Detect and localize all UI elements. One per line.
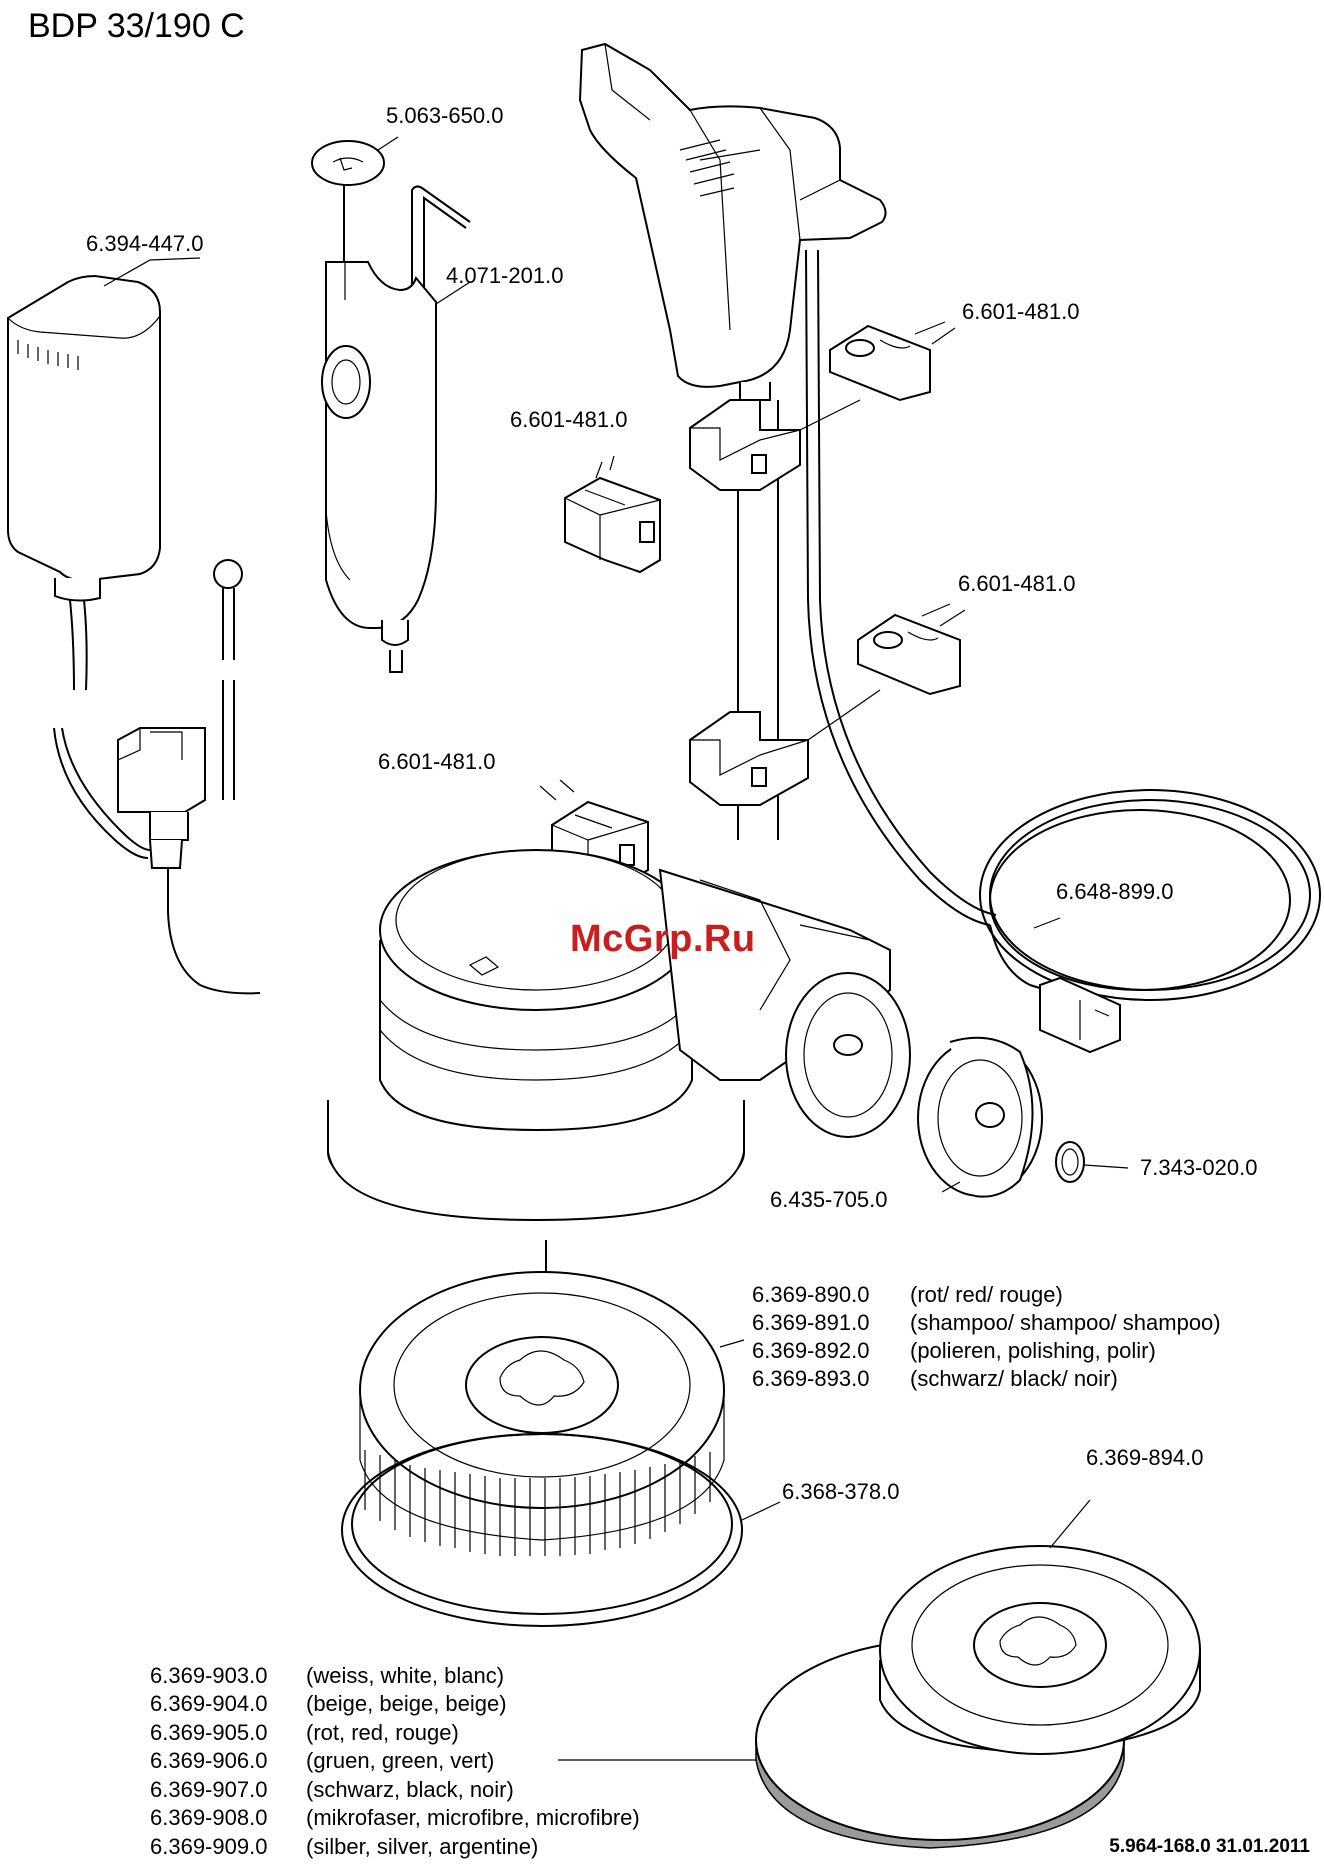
label-wheel: 6.435-705.0 <box>770 1187 888 1212</box>
label-clip-low-left: 6.601-481.0 <box>378 749 496 774</box>
brush-code: 6.369-890.0 <box>752 1282 870 1307</box>
brush-desc: (schwarz/ black/ noir) <box>910 1366 1118 1391</box>
pad-code: 6.369-909.0 <box>150 1834 268 1859</box>
pad-desc: (silber, silver, argentine) <box>306 1834 539 1859</box>
label-cable: 6.648-899.0 <box>1056 879 1174 904</box>
page-title: BDP 33/190 C <box>28 7 245 45</box>
label-ring: 7.343-020.0 <box>1140 1155 1258 1180</box>
pad-code: 6.369-904.0 <box>150 1691 268 1716</box>
pad-desc: (beige, beige, beige) <box>306 1691 507 1716</box>
label-tank: 4.071-201.0 <box>446 263 564 288</box>
brush-desc: (rot/ red/ rouge) <box>910 1282 1063 1307</box>
machine-body-drawing <box>327 849 1085 1222</box>
tank-drawing <box>321 185 471 673</box>
brush-drawing <box>359 1240 725 1556</box>
handle-drawing <box>578 42 997 926</box>
guard-ring-drawing <box>341 1433 743 1627</box>
pad-code: 6.369-905.0 <box>150 1720 268 1745</box>
brush-code: 6.369-891.0 <box>752 1310 870 1335</box>
watermark: McGrp.Ru <box>570 918 756 960</box>
document-footer: 5.964-168.0 31.01.2011 <box>1109 1836 1310 1857</box>
pad-desc: (schwarz, black, noir) <box>306 1777 514 1802</box>
label-cap: 5.063-650.0 <box>386 103 504 128</box>
label-clip-mid-right: 6.601-481.0 <box>958 571 1076 596</box>
label-clip-top-right: 6.601-481.0 <box>962 299 1080 324</box>
brush-code: 6.369-892.0 <box>752 1338 870 1363</box>
pad-desc: (gruen, green, vert) <box>306 1748 495 1773</box>
pad-holder-drawing <box>755 1545 1201 1849</box>
pad-desc: (weiss, white, blanc) <box>306 1663 505 1688</box>
brush-code: 6.369-893.0 <box>752 1366 870 1391</box>
brush-desc: (shampoo/ shampoo/ shampoo) <box>910 1310 1221 1335</box>
charger-drawing <box>7 274 261 995</box>
pad-desc: (mikrofaser, microfibre, microfibre) <box>306 1805 640 1830</box>
label-guard: 6.368-378.0 <box>782 1479 900 1504</box>
pad-code: 6.369-903.0 <box>150 1663 268 1688</box>
label-pad-holder: 6.369-894.0 <box>1086 1445 1204 1470</box>
brush-desc: (polieren, polishing, polir) <box>910 1338 1156 1363</box>
label-charger: 6.394-447.0 <box>86 231 204 256</box>
cable-coil-drawing <box>979 789 1321 1054</box>
clip-drawings <box>551 324 961 884</box>
pad-code: 6.369-908.0 <box>150 1805 268 1830</box>
label-clip-mid-left: 6.601-481.0 <box>510 407 628 432</box>
pad-code: 6.369-906.0 <box>150 1748 268 1773</box>
leader-lines <box>103 136 1129 1761</box>
pad-desc: (rot, red, rouge) <box>306 1720 459 1745</box>
pad-code: 6.369-907.0 <box>150 1777 268 1802</box>
